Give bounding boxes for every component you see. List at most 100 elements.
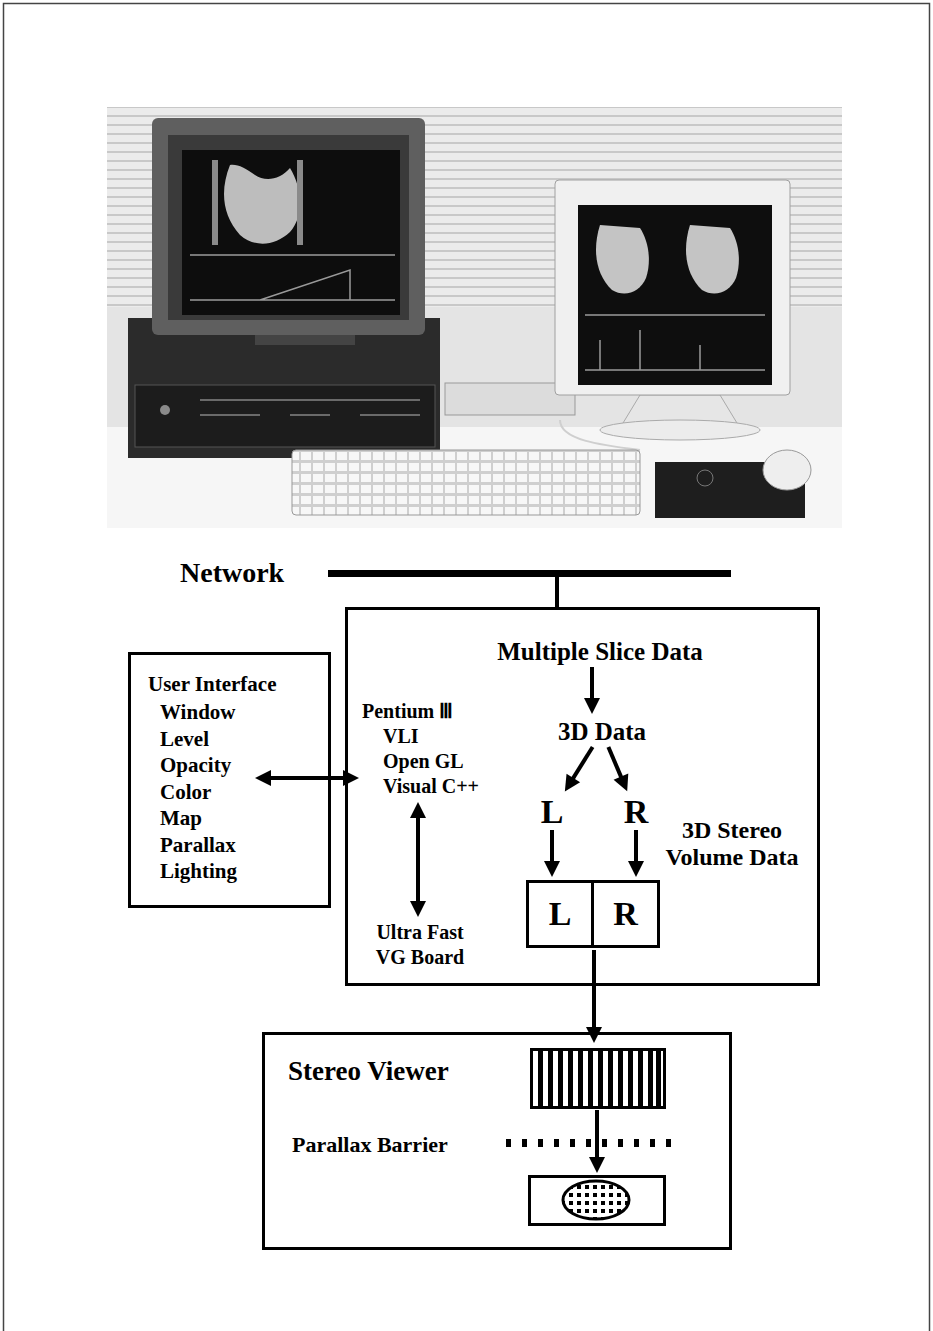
connector-line (416, 816, 420, 903)
parameter-item: Color (160, 779, 320, 806)
connector (628, 830, 644, 877)
heart-image (224, 165, 300, 244)
power-button (160, 405, 170, 415)
arrowhead (584, 698, 600, 714)
node-text: R (613, 894, 638, 934)
connector-line (572, 747, 592, 780)
connector-line (634, 830, 638, 863)
connector-line (590, 667, 594, 700)
keyboard (292, 450, 640, 515)
graph-lines (585, 315, 765, 370)
vessel-image (215, 160, 300, 245)
connector (584, 667, 600, 714)
system-box: 3D Stereo Volume Data Pentium ⅢVLIOpen GL… (345, 607, 820, 986)
image-stripe (618, 1051, 623, 1106)
board-label: Ultra Fast VG Board (362, 920, 478, 970)
component-name: Visual C++ (383, 774, 479, 799)
viewer-illustration (506, 1050, 678, 1225)
cable (560, 420, 640, 450)
connector (565, 747, 593, 791)
viewed-image (530, 1177, 665, 1225)
monitor-bezel (152, 118, 425, 335)
node-text: 3D Data (558, 717, 646, 747)
box-heading: User Interface (148, 669, 320, 699)
image-stripe (558, 1051, 563, 1106)
barrier-label: Parallax Barrier (292, 1131, 448, 1159)
monitor-screen (578, 205, 772, 385)
photo-ground (107, 107, 842, 528)
parameter-item: Parallax (160, 832, 320, 859)
pad-logo (697, 470, 713, 486)
node-text: Multiple Slice Data (497, 637, 703, 667)
light-arrowhead (589, 1157, 605, 1173)
component-name: VLI (383, 724, 479, 749)
photograph (107, 107, 842, 528)
computer-case (128, 318, 440, 458)
slice-data-label: Multiple Slice Data (497, 637, 703, 667)
arrowhead (410, 802, 426, 818)
heart-image (686, 225, 739, 294)
parameter-item: Opacity (160, 752, 320, 779)
mouse (763, 450, 811, 490)
arrowhead (614, 773, 629, 791)
connector (255, 770, 359, 786)
node-text: Network (180, 556, 284, 590)
page-frame (4, 4, 930, 1331)
monitor-base (600, 420, 760, 440)
parameter-item: Lighting (160, 858, 320, 885)
component-name: Open GL (383, 749, 479, 774)
right-view-label: R (624, 794, 649, 830)
connector-line (550, 830, 554, 863)
parameter-item: Map (160, 805, 320, 832)
image-stripe (598, 1051, 603, 1106)
connector (586, 950, 602, 1043)
heart-image (596, 225, 649, 294)
front-panel (135, 385, 435, 447)
light-arrow (595, 1110, 599, 1158)
monitor-frame (168, 135, 409, 320)
monitor-bezel (555, 180, 790, 395)
connector-line (555, 577, 559, 607)
interface-box: User InterfaceWindowLevelOpacityColorMap… (128, 652, 331, 908)
connector (608, 747, 628, 791)
arrowhead (544, 861, 560, 877)
image-stripe (578, 1051, 583, 1106)
volume-data-label: 3D Data (558, 717, 646, 747)
arrowhead (565, 774, 580, 792)
arrowhead (255, 770, 271, 786)
left-view-label: L (541, 794, 564, 830)
interleaved-image (532, 1050, 665, 1108)
image-stripe (648, 1051, 653, 1106)
node-text: L (549, 894, 572, 934)
stereo-viewer-box: Stereo ViewerParallax Barrier (262, 1032, 732, 1250)
panel-lines (200, 400, 420, 415)
image-stripe (588, 1051, 593, 1106)
image-stripe (628, 1051, 633, 1106)
arrowhead (586, 1027, 602, 1043)
parameter-item: Window (160, 699, 320, 726)
stereo-object (563, 1181, 629, 1219)
parameter-item: Level (160, 726, 320, 753)
connector (557, 577, 558, 607)
image-stripe (538, 1051, 543, 1106)
connector-line (592, 950, 596, 1029)
connector-line (608, 747, 621, 778)
right-image-box: R (591, 880, 660, 948)
network-label: Network (178, 556, 738, 592)
data-label: 3D Stereo Volume Data (656, 817, 808, 871)
monitor-screen (182, 150, 400, 315)
network-bar (328, 570, 731, 577)
left-image-box: L (526, 880, 594, 948)
node-text: L (541, 794, 564, 830)
connector-line (269, 776, 345, 780)
platform-list: Pentium ⅢVLIOpen GLVisual C++ (362, 699, 479, 799)
image-stripe (548, 1051, 553, 1106)
connector (410, 802, 426, 917)
arrowhead (628, 861, 644, 877)
node-text: R (624, 794, 649, 830)
graph-lines (190, 255, 395, 300)
